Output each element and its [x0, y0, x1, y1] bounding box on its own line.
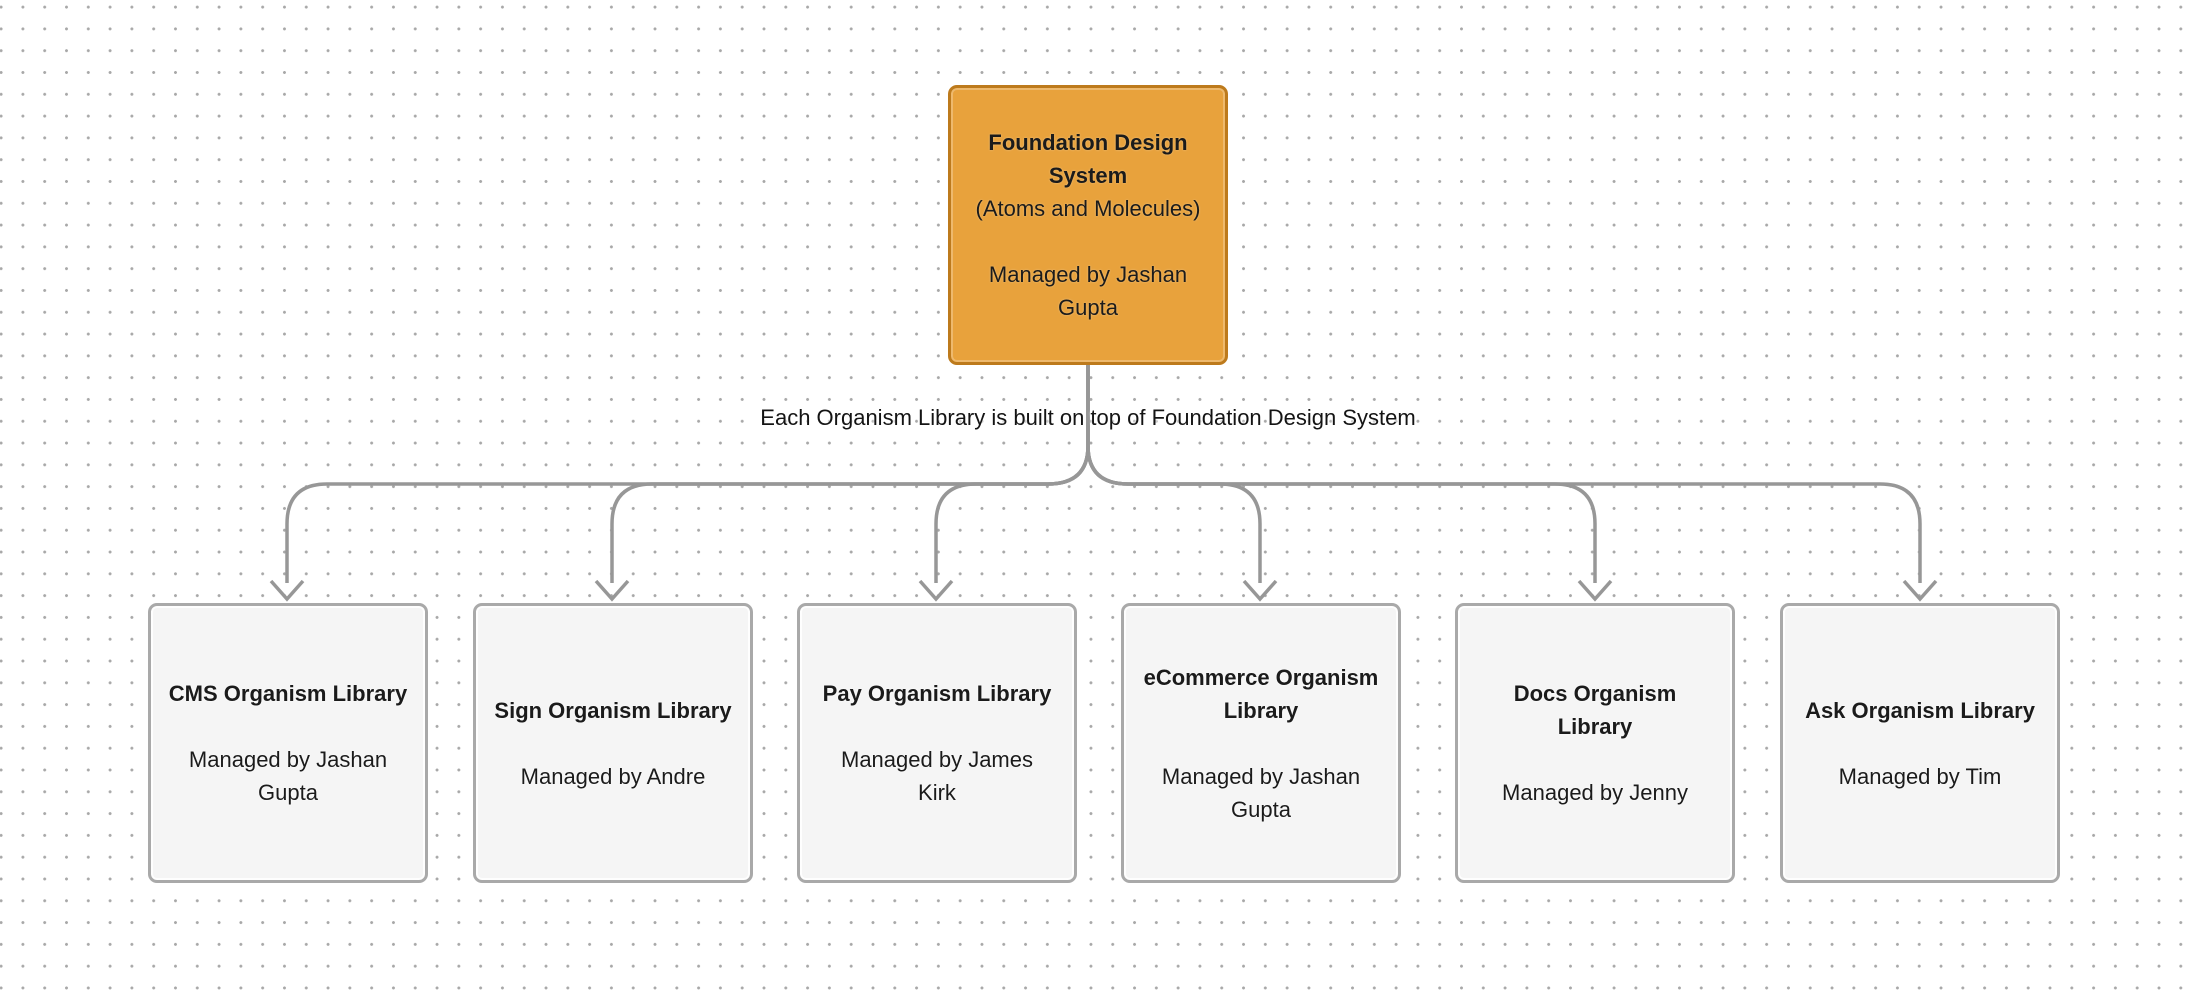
node-manager: Managed by Tim [1838, 763, 2002, 789]
node-manager: Managed by Jashan Gupta [988, 262, 1188, 320]
child-node-sign[interactable]: Sign Organism Library Managed by Andre [473, 603, 753, 883]
connector-line[interactable] [934, 365, 1090, 583]
child-node-ask[interactable]: Ask Organism Library Managed by Tim [1780, 603, 2060, 883]
arrowhead-icon [269, 579, 305, 602]
arrowhead-icon [594, 579, 630, 602]
node-title: Ask Organism Library [1805, 697, 2035, 723]
node-title: Foundation Design System [988, 130, 1188, 188]
arrowhead-icon [1902, 579, 1938, 602]
node-manager: Managed by James Kirk [841, 747, 1033, 805]
node-manager: Managed by Jashan Gupta [1161, 763, 1361, 822]
child-node-pay[interactable]: Pay Organism Library Managed by James Ki… [797, 603, 1077, 883]
annotation-label[interactable]: Each Organism Library is built on top of… [760, 405, 1416, 430]
child-node-cms[interactable]: CMS Organism Library Managed by Jashan G… [148, 603, 428, 883]
connector-to-pay[interactable] [918, 365, 1090, 602]
connector-line[interactable] [285, 365, 1090, 583]
arrowhead-icon [1242, 579, 1278, 602]
connector-line[interactable] [1086, 365, 1922, 583]
root-node-foundation-design-system[interactable]: Foundation Design System (Atoms and Mole… [948, 85, 1228, 365]
connector-to-docs[interactable] [1086, 365, 1613, 602]
child-node-docs[interactable]: Docs Organism Library Managed by Jenny [1455, 603, 1735, 883]
connector-to-ask[interactable] [1086, 365, 1938, 602]
arrowhead-icon [1577, 579, 1613, 602]
connector-line[interactable] [1086, 365, 1597, 583]
child-node-ecommerce[interactable]: eCommerce Organism Library Managed by Ja… [1121, 603, 1401, 883]
node-title: Sign Organism Library [494, 697, 732, 723]
arrowhead-icon [918, 579, 954, 602]
node-subtitle: (Atoms and Molecules) [975, 196, 1201, 221]
node-title: Pay Organism Library [822, 681, 1052, 706]
node-title: eCommerce Organism Library [1143, 664, 1379, 723]
node-manager: Managed by Jenny [1502, 780, 1688, 805]
connector-to-sign[interactable] [594, 365, 1090, 602]
connector-to-cms[interactable] [269, 365, 1090, 602]
connector-line[interactable] [610, 365, 1090, 583]
node-title: Docs Organism Library [1513, 681, 1677, 739]
node-title: CMS Organism Library [168, 681, 408, 706]
node-manager: Managed by Jashan Gupta [188, 747, 388, 805]
connector-line[interactable] [1086, 365, 1262, 583]
node-manager: Managed by Andre [520, 763, 706, 789]
